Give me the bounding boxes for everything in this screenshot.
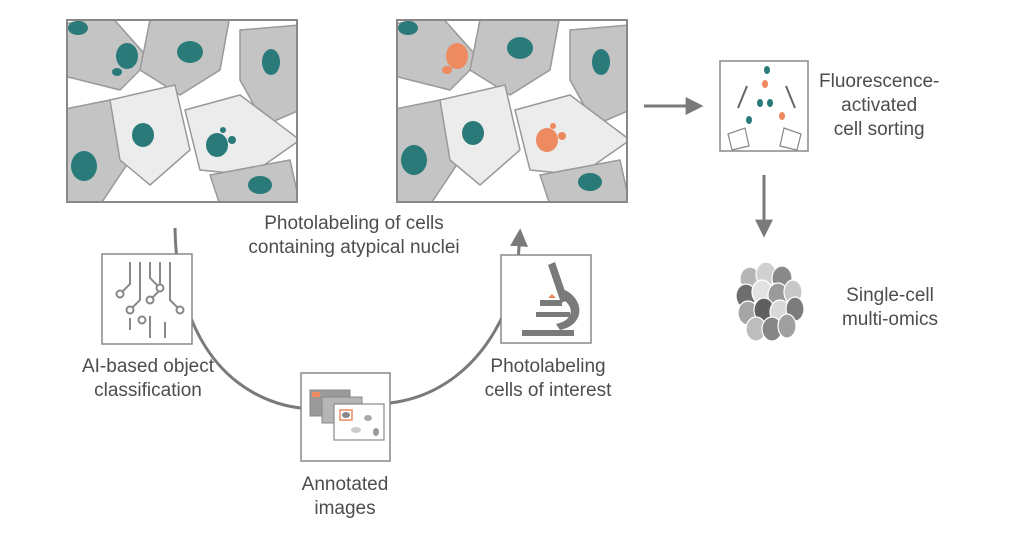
photolabeling-interest-line2: cells of interest xyxy=(484,380,612,401)
circuit-icon xyxy=(101,253,193,345)
microscope-icon xyxy=(500,254,592,344)
cell-cluster-icon xyxy=(735,261,805,342)
ai-label-line2: classification xyxy=(94,380,202,401)
photolabeling-interest-line1: Photolabeling xyxy=(490,356,606,377)
facs-label-line2: activated xyxy=(841,95,918,116)
annotated-label-line1: Annotated xyxy=(301,474,389,495)
photolabel-caption-line2: containing atypical nuclei xyxy=(248,237,460,258)
facs-label: Fluorescence- activated cell sorting xyxy=(819,70,939,142)
omics-label-line2: multi-omics xyxy=(841,309,939,330)
photolabel-caption-line1: Photolabeling of cells xyxy=(264,213,444,234)
ai-label-line1: AI-based object xyxy=(81,356,215,377)
facs-label-line1: Fluorescence- xyxy=(819,71,940,92)
omics-label-line1: Single-cell xyxy=(846,285,934,306)
image-stack-icon xyxy=(300,372,391,462)
cell-sorter-icon xyxy=(719,60,809,152)
photolabel-caption: Photolabeling of cells containing atypic… xyxy=(218,212,490,260)
annotated-label-line2: images xyxy=(314,498,376,519)
microscopy-image-icon xyxy=(66,19,298,203)
facs-label-line3: cell sorting xyxy=(833,119,925,140)
annotated-label: Annotated images xyxy=(280,473,410,521)
photolabeling-interest-label: Photolabeling cells of interest xyxy=(468,355,628,403)
photolabeled-image-icon xyxy=(396,19,628,203)
omics-label: Single-cell multi-omics xyxy=(826,284,954,332)
ai-label: AI-based object classification xyxy=(64,355,232,403)
